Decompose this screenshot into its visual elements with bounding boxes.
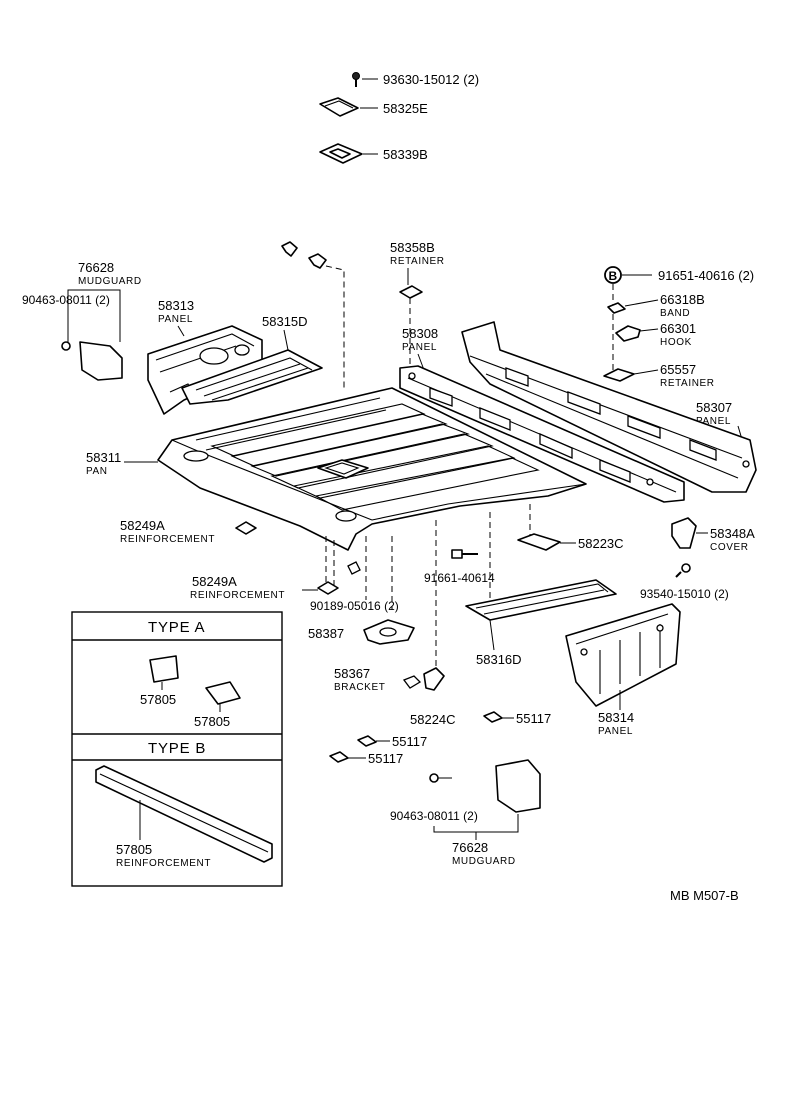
gasket-58339B	[319, 143, 363, 164]
label-57805-b: 57805	[116, 842, 152, 857]
label-66301: 66301	[660, 321, 696, 336]
panel-58313	[147, 325, 263, 415]
bolt-93630	[352, 72, 360, 87]
bracket-58367	[402, 675, 422, 689]
label-58387: 58387	[308, 626, 344, 641]
svg-text:B: B	[609, 269, 618, 283]
caption-58314: PANEL	[598, 726, 633, 737]
label-58339B: 58339B	[383, 147, 428, 162]
label-76628-top: 76628	[78, 260, 114, 275]
label-58249A-upper: 58249A	[120, 518, 165, 533]
caption-76628-top: MUDGUARD	[78, 276, 142, 287]
caption-58311: PAN	[86, 466, 108, 477]
band-66318B	[607, 302, 626, 314]
clip-top-2	[308, 253, 327, 269]
label-55117-c: 55117	[368, 751, 403, 766]
label-55117-a: 55117	[516, 711, 551, 726]
label-58348A: 58348A	[710, 526, 755, 541]
caption-65557: RETAINER	[660, 378, 715, 389]
bracket-58387	[363, 619, 415, 645]
label-58223C: 58223C	[578, 536, 624, 551]
label-58325E: 58325E	[383, 101, 428, 116]
panel-58314	[565, 603, 681, 707]
pad-58325E	[319, 97, 359, 117]
marker-b: B	[604, 266, 622, 284]
bolt-90463-lower	[429, 773, 439, 783]
label-90463-top: 90463-08011 (2)	[22, 293, 110, 307]
type-a-header: TYPE A	[148, 619, 205, 636]
label-93630: 93630-15012 (2)	[383, 72, 479, 87]
clip-top-1	[281, 241, 298, 257]
label-58313: 58313	[158, 298, 194, 313]
clip-55117-a	[483, 711, 503, 723]
cover-58348A	[671, 517, 697, 549]
bolt-91661	[451, 549, 478, 559]
screw-93540	[675, 563, 691, 578]
caption-58358B: RETAINER	[390, 256, 445, 267]
label-55117-b: 55117	[392, 734, 427, 749]
label-65557: 65557	[660, 362, 696, 377]
type-box	[71, 611, 283, 887]
bolt-90463-left	[61, 341, 71, 351]
retainer-65557	[603, 368, 635, 382]
label-58315D: 58315D	[262, 314, 308, 329]
bracket-58223C	[517, 533, 561, 551]
label-58249A-lower: 58249A	[192, 574, 237, 589]
clip-55117-b	[357, 735, 377, 747]
clip-90189	[347, 561, 361, 575]
label-58358B: 58358B	[390, 240, 435, 255]
label-58367: 58367	[334, 666, 370, 681]
caption-76628-lower: MUDGUARD	[452, 856, 516, 867]
label-58308: 58308	[402, 326, 438, 341]
label-91651: 91651-40616 (2)	[658, 268, 754, 283]
reinforcement-57805-a1	[149, 655, 179, 683]
panel-58307	[461, 321, 757, 493]
type-b-header: TYPE B	[148, 740, 206, 757]
label-76628-lower: 76628	[452, 840, 488, 855]
reinforcement-58249A-lower	[317, 581, 339, 595]
mudguard-76628-lower	[495, 759, 541, 813]
label-58311: 58311	[86, 450, 121, 465]
label-58316D: 58316D	[476, 652, 522, 667]
figure-code: MB M507-B	[670, 888, 739, 903]
caption-58348A: COVER	[710, 542, 749, 553]
label-93540: 93540-15010 (2)	[640, 587, 729, 601]
caption-58307: PANEL	[696, 416, 731, 427]
label-58307: 58307	[696, 400, 732, 415]
label-91661: 91661-40614	[424, 571, 495, 585]
label-90189: 90189-05016 (2)	[310, 599, 399, 613]
label-57805-a2: 57805	[194, 714, 230, 729]
caption-66301: HOOK	[660, 337, 692, 348]
caption-58308: PANEL	[402, 342, 437, 353]
hook-66301	[615, 325, 641, 342]
mudguard-76628-left	[79, 341, 123, 381]
caption-57805-b: REINFORCEMENT	[116, 858, 211, 869]
floor-pan-58311	[157, 387, 587, 551]
label-58224C: 58224C	[410, 712, 456, 727]
reinforcement-57805-a2	[205, 681, 241, 705]
member-58316D	[465, 579, 617, 621]
caption-58249A-upper: REINFORCEMENT	[120, 534, 215, 545]
sill-58315D	[181, 349, 323, 405]
label-58314: 58314	[598, 710, 634, 725]
caption-66318B: BAND	[660, 308, 690, 319]
caption-58313: PANEL	[158, 314, 193, 325]
retainer-58358B	[399, 285, 423, 299]
panel-58308	[399, 365, 685, 503]
caption-58249A-lower: REINFORCEMENT	[190, 590, 285, 601]
reinforcement-57805-b	[95, 765, 273, 863]
label-57805-a1: 57805	[140, 692, 176, 707]
label-90463-lower: 90463-08011 (2)	[390, 809, 478, 823]
label-66318B: 66318B	[660, 292, 705, 307]
caption-58367: BRACKET	[334, 682, 385, 693]
reinforcement-58249A-upper	[235, 521, 257, 535]
clip-55117-c	[329, 751, 349, 763]
bracket-58224C	[423, 667, 445, 691]
